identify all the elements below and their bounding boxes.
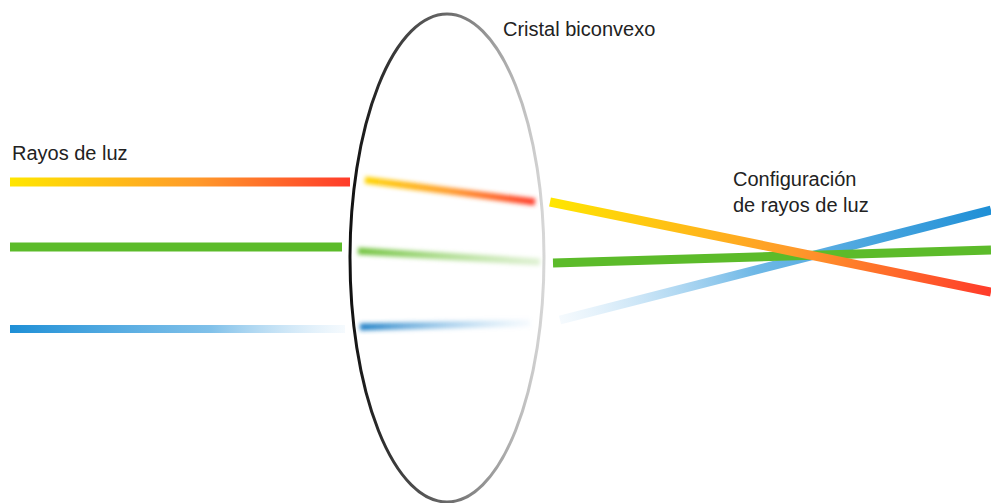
biconvex-lens — [350, 14, 544, 502]
rays-label: Rayos de luz — [12, 140, 128, 166]
light-ray — [10, 178, 350, 187]
light-ray — [358, 251, 540, 262]
configuration-label: Configuración de rayos de luz — [733, 166, 883, 218]
light-ray — [365, 180, 535, 202]
light-ray — [10, 243, 342, 252]
light-ray — [553, 250, 991, 263]
light-ray — [10, 325, 345, 333]
lens-label: Cristal biconvexo — [503, 16, 655, 42]
light-ray — [360, 323, 530, 327]
